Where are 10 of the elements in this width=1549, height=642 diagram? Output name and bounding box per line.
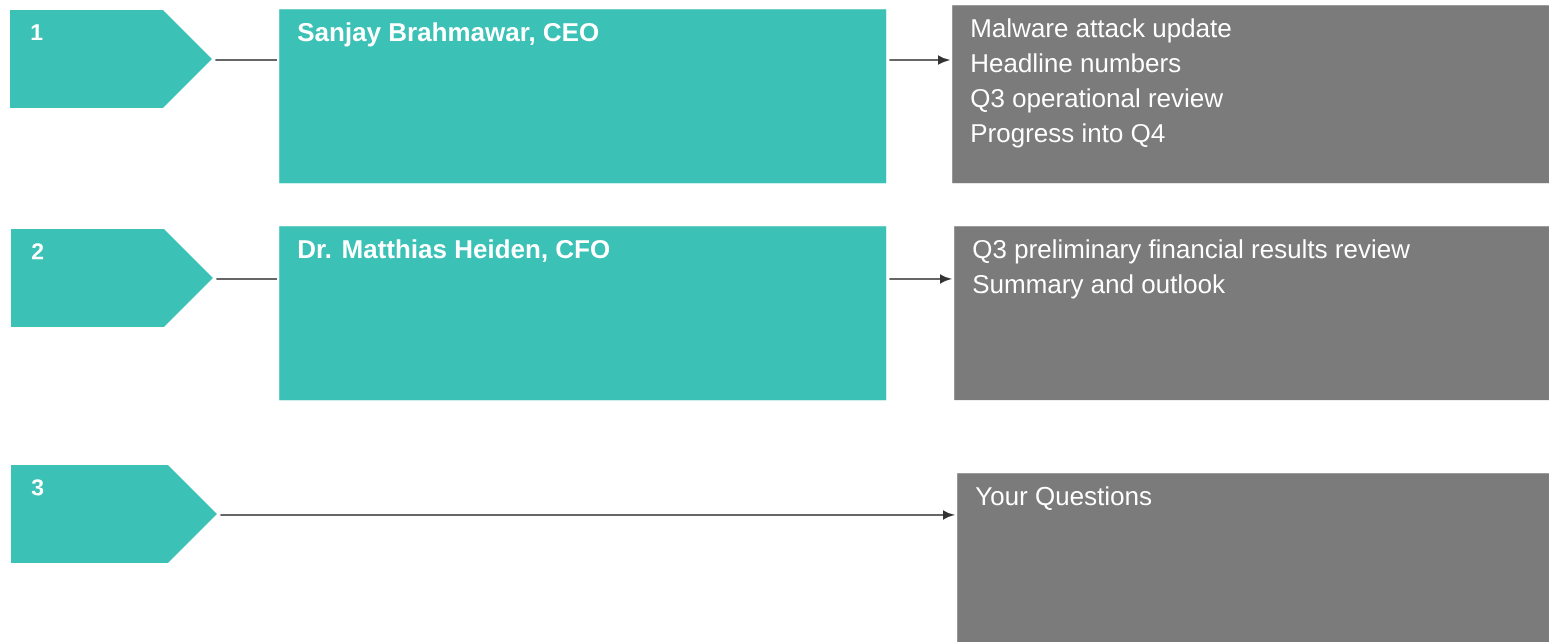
agenda-box: Malware attack update Headline numbers Q3 operational review Progress into Q4 <box>952 5 1549 184</box>
speaker-box: Dr. Matthias Heiden, CFO <box>279 226 887 401</box>
arrow <box>888 274 951 284</box>
agenda-box: Q3 preliminary financial results review Summary and outlook <box>954 226 1549 401</box>
connector-line <box>215 278 278 280</box>
agenda-box: Your Questions <box>957 473 1549 642</box>
connector-line <box>214 59 278 61</box>
speaker-box: Sanjay Brahmawar, CEO <box>279 9 887 184</box>
arrow <box>888 55 949 65</box>
arrow <box>219 510 954 520</box>
